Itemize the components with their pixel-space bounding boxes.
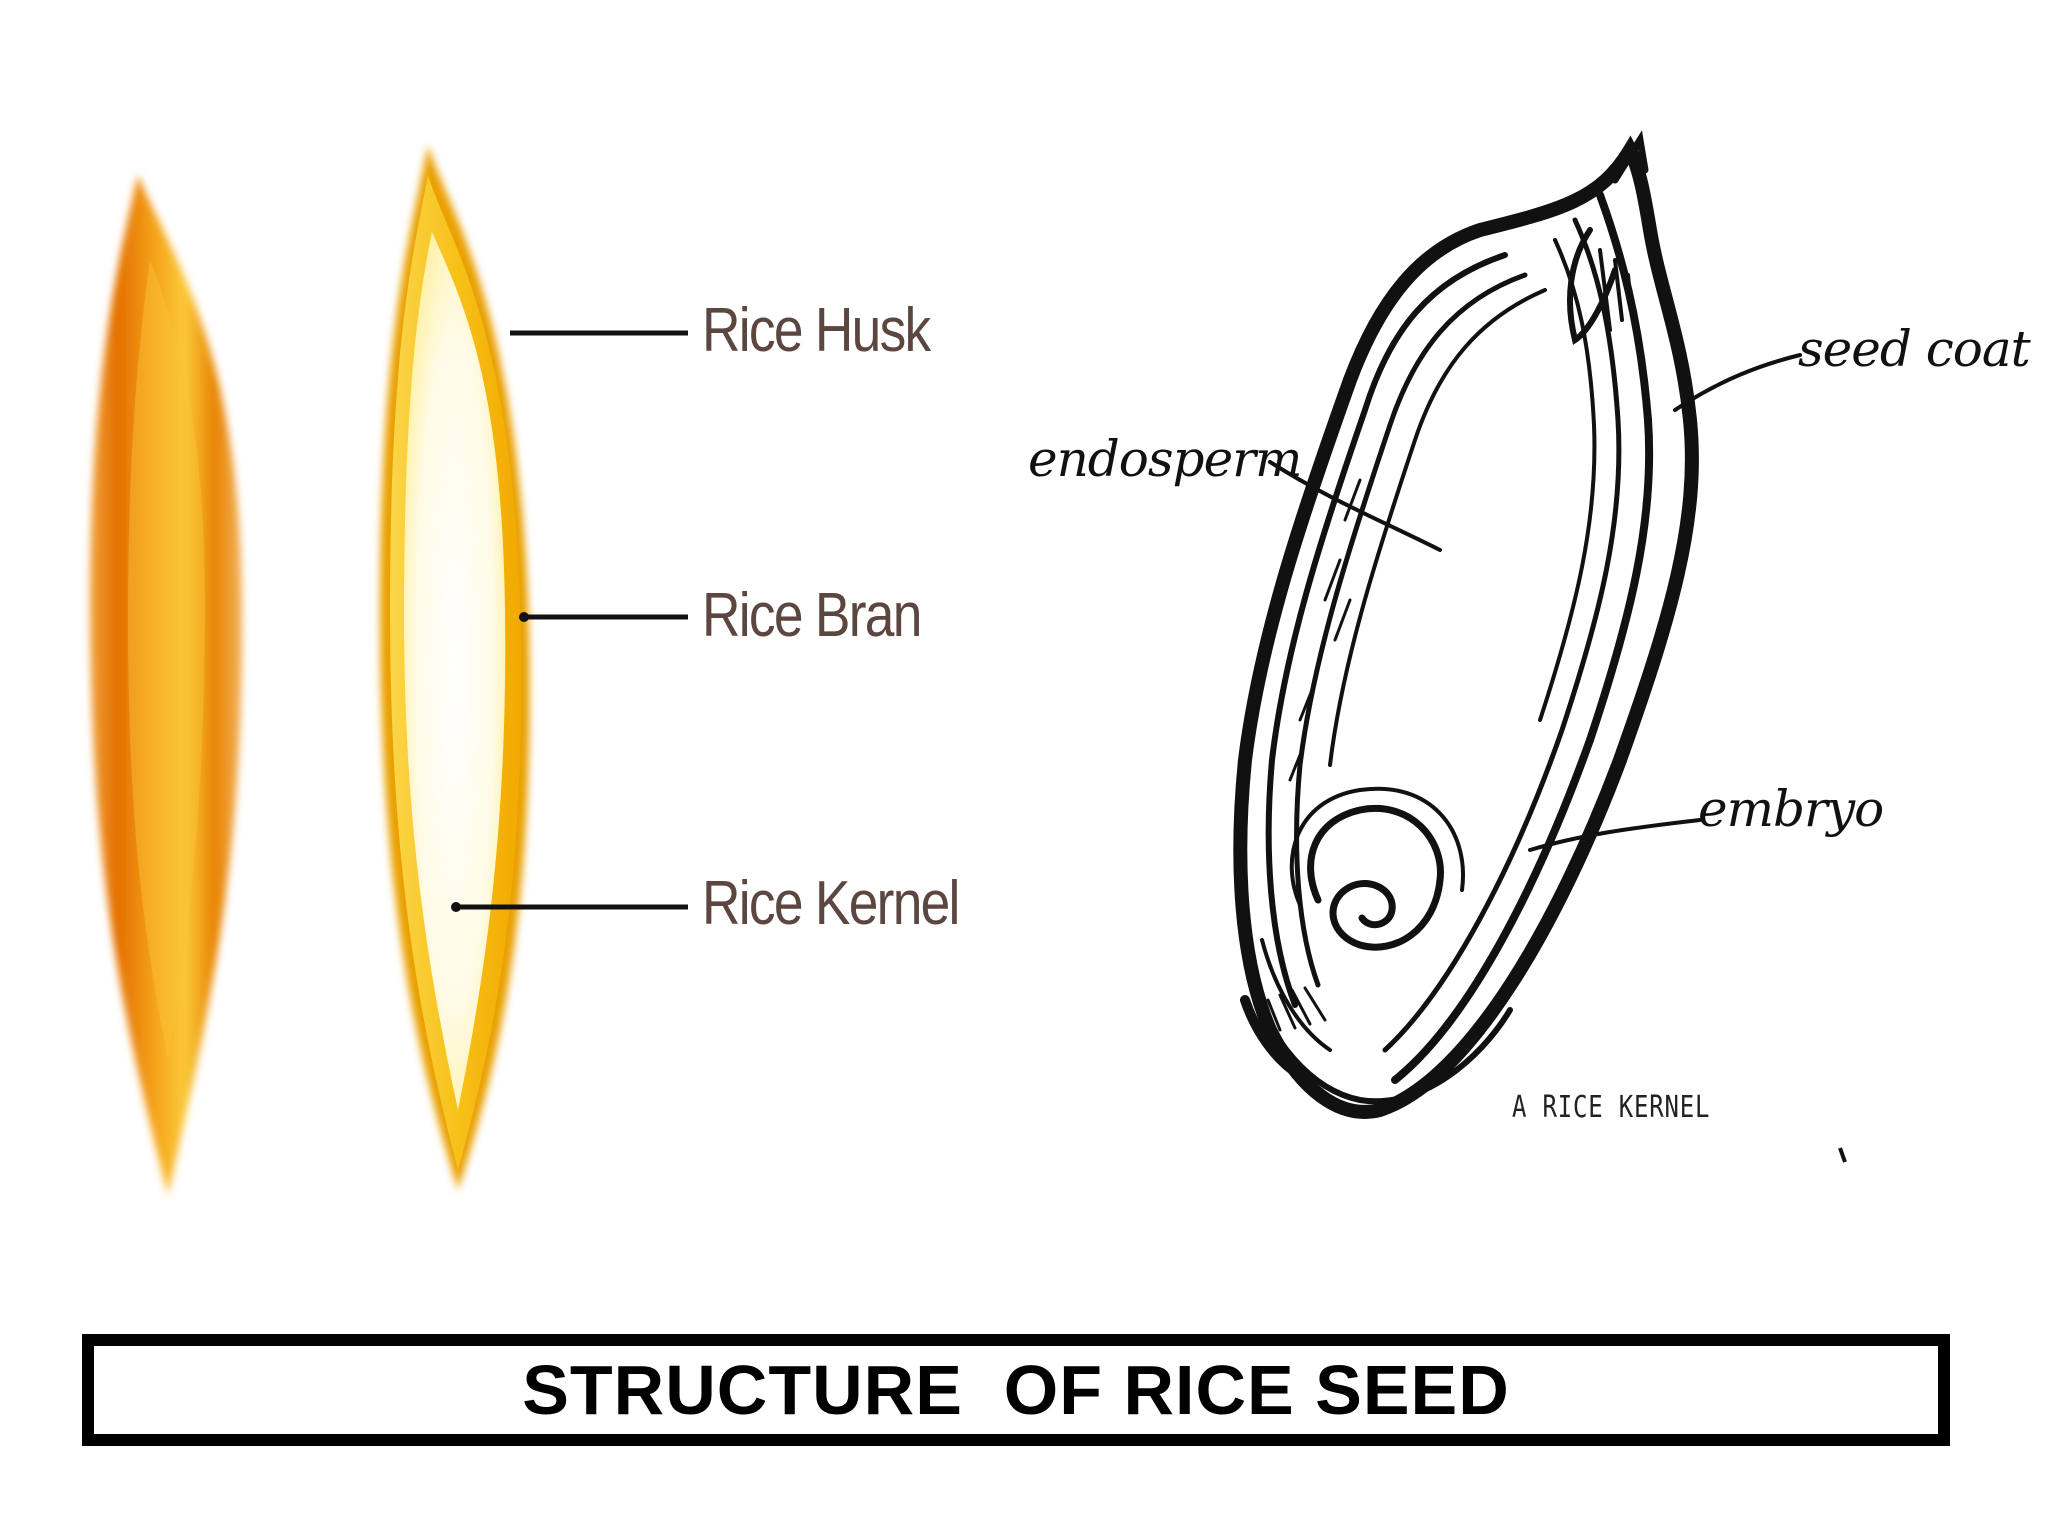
rice-kernel-drawing: [1233, 130, 1802, 1119]
label-seed-coat: seed coat: [1798, 320, 2031, 378]
page-title: STRUCTURE OF RICE SEED: [522, 1351, 1510, 1429]
whole-grain: [90, 175, 243, 1195]
seed-coat-leader-line: [1673, 353, 1802, 412]
bran-leader-dot: [519, 612, 529, 622]
embryo-leader-line: [1528, 818, 1702, 852]
stray-mark: [1838, 1147, 1847, 1163]
label-rice-husk: Rice Husk: [702, 296, 931, 365]
label-endosperm: endosperm: [1028, 430, 1302, 488]
endosperm-leader-line: [1268, 460, 1442, 552]
label-embryo: embryo: [1698, 780, 1884, 838]
label-rice-kernel: Rice Kernel: [702, 869, 960, 938]
grain-cross-section: [380, 145, 530, 1190]
kernel-caption: A RICE KERNEL: [1512, 1090, 1711, 1125]
label-rice-bran: Rice Bran: [702, 581, 922, 650]
kernel-leader-dot: [451, 902, 461, 912]
left-leader-lines: [456, 330, 688, 910]
title-box: STRUCTURE OF RICE SEED: [82, 1334, 1950, 1446]
